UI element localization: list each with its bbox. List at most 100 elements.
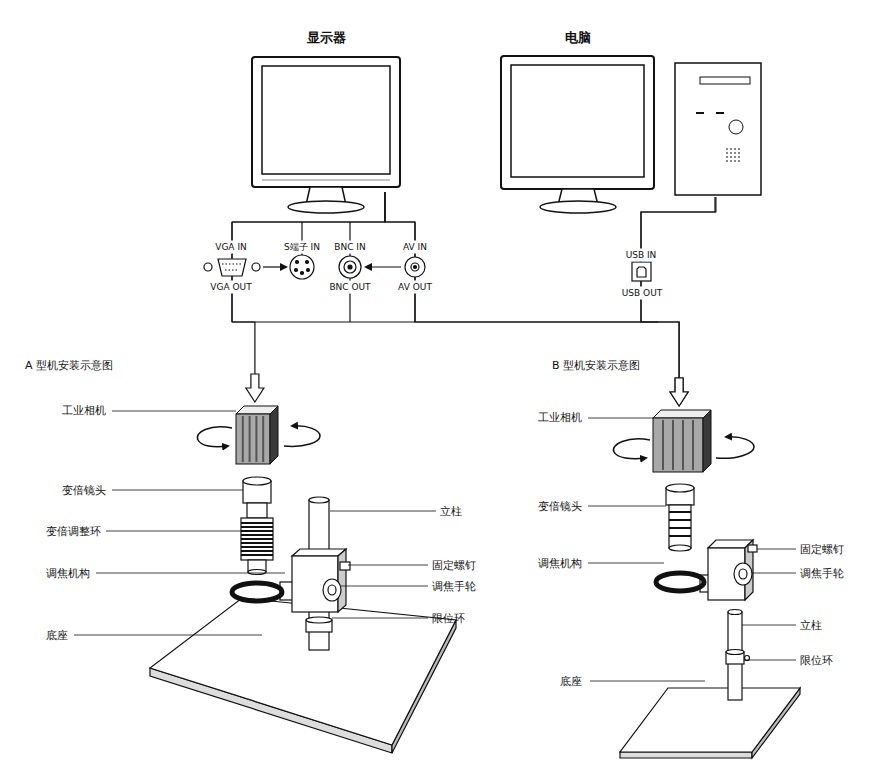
camera-outline: [653, 410, 711, 418]
part-label: 立柱: [800, 619, 822, 632]
port-icons: [348, 265, 352, 269]
monitor-outline: [250, 55, 402, 192]
monitor-outline: [288, 201, 364, 213]
rotation-arrow: [197, 427, 232, 447]
arrow-head: [670, 378, 688, 406]
port-icons: [218, 259, 246, 276]
focus-mechanism: [739, 569, 747, 579]
stand-base: [620, 752, 752, 758]
part-label: 固定螺钉: [432, 559, 476, 572]
stand-base: [150, 598, 800, 758]
port-icons: [290, 255, 314, 279]
part-label: 调焦机构: [538, 557, 582, 570]
camera-outline: [255, 416, 257, 462]
part-label: 变倍镜头: [62, 484, 106, 497]
part-label: 工业相机: [62, 404, 106, 418]
wire-line: [232, 192, 385, 402]
monitor-outline: [252, 57, 400, 187]
port-icons: [295, 269, 298, 272]
figure-title: A 型机安装示意图: [25, 359, 113, 372]
focus-mechanism: [232, 583, 282, 601]
part-label: 限位环: [432, 612, 465, 625]
wire-line: [385, 192, 679, 406]
port-icons: [222, 263, 242, 264]
camera-outline: [703, 410, 711, 472]
port-icons: [414, 266, 417, 269]
port-icons: [225, 269, 239, 270]
wire-line: [641, 197, 716, 406]
rotation-arrow: [613, 439, 650, 459]
port-label: BNC IN: [333, 241, 366, 254]
part-label: 底座: [46, 629, 68, 642]
part-label: 调焦手轮: [800, 567, 844, 580]
camera-outline: [662, 420, 664, 470]
stand-column: [306, 497, 750, 700]
focus-mechanism: [232, 540, 757, 612]
monitor-outline: [262, 66, 390, 174]
camera-outline: [672, 420, 674, 470]
camera-outline: [236, 414, 270, 464]
monitor-outline: [262, 180, 390, 181]
stand-column: [728, 610, 742, 615]
monitor-display: 显示器: [250, 55, 402, 192]
device-heading: 显示器: [307, 31, 346, 45]
camera-outline: [653, 418, 703, 472]
camera-outline: [653, 410, 711, 472]
camera-outline: [682, 420, 684, 470]
computer-unit: 电脑: [500, 55, 762, 197]
camera-outline: [236, 406, 278, 464]
camera-outline: [692, 420, 694, 470]
focus-mechanism: [748, 545, 757, 552]
port-icons: [637, 267, 646, 277]
port-icons: [307, 269, 310, 272]
part-label: 调焦机构: [46, 567, 90, 580]
port-icons: [204, 263, 212, 271]
port-icons: [366, 266, 401, 267]
port-icons: [296, 261, 299, 264]
arrow-head: [670, 378, 688, 406]
focus-mechanism: [656, 573, 704, 591]
port-label: USB IN: [625, 249, 658, 262]
connector-wire: [385, 192, 688, 406]
part-label: 固定螺钉: [800, 543, 844, 556]
computer-outline: [729, 120, 743, 134]
zoom-lens: [669, 512, 691, 536]
part-label: 工业相机: [538, 411, 582, 425]
stand-base: [150, 598, 456, 745]
focus-mechanism: [340, 562, 350, 570]
camera-outline: [262, 416, 264, 462]
computer-outline: [696, 112, 704, 114]
port-icons: [263, 266, 286, 267]
focus-mechanism: [734, 563, 752, 585]
industrial-camera: 工业相机: [653, 410, 711, 472]
leader-line: [74, 411, 796, 681]
computer-outline: [726, 149, 742, 161]
industrial-camera: 工业相机: [236, 406, 278, 464]
focus-mechanism: [323, 579, 341, 601]
port-icons: [252, 263, 260, 271]
port-label: BNC OUT: [328, 281, 371, 294]
rotation-arrow: [716, 437, 754, 458]
port-label: VGA IN: [214, 241, 248, 254]
computer-outline: [540, 201, 616, 213]
port-icons: [411, 263, 419, 271]
port-icons: [204, 255, 651, 281]
computer-outline: [511, 65, 644, 177]
port-label: USB OUT: [621, 287, 664, 300]
zoom-lens: [248, 570, 266, 575]
connector-wire: [232, 192, 385, 402]
part-label: 调焦手轮: [432, 580, 476, 593]
zoom-lens: [669, 545, 691, 551]
focus-mechanism: [292, 549, 346, 556]
device-heading: 电脑: [565, 31, 591, 45]
part-label: 底座: [560, 675, 582, 688]
port-label: VGA OUT: [209, 281, 252, 294]
port-icons: [405, 257, 425, 277]
part-label: 变倍镜头: [538, 500, 582, 513]
part-label: 立柱: [440, 505, 462, 518]
zoom-lens: [241, 523, 273, 555]
leader-line: [74, 411, 796, 681]
port-icons: [344, 261, 356, 273]
part-label: 变倍调整环: [46, 525, 101, 538]
